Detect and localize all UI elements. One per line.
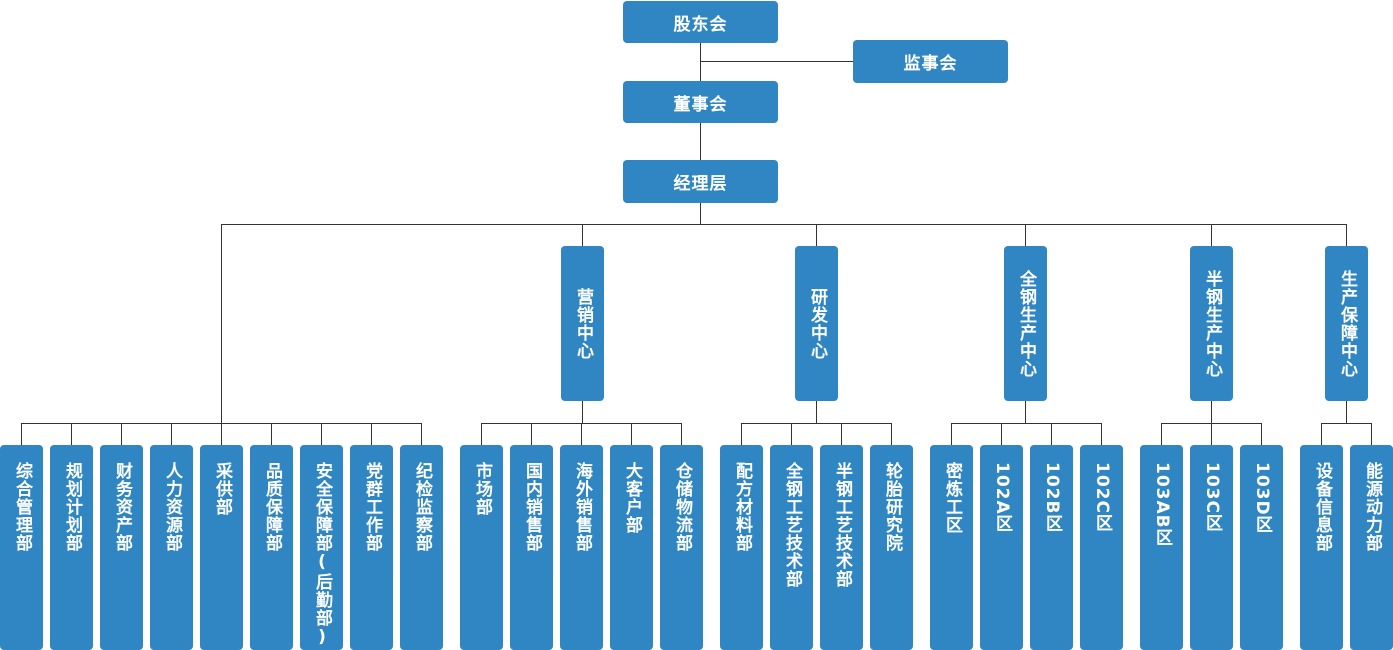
dept-discipline: 纪检监察部 — [400, 445, 443, 650]
center-rnd: 研发中心 — [795, 246, 838, 401]
dept-general-admin: 综合管理部 — [0, 445, 43, 650]
center-semi-steel: 半钢生产中心 — [1190, 246, 1233, 401]
center-marketing: 营销中心 — [561, 246, 604, 401]
dept-102c: 102C区 — [1080, 445, 1123, 650]
dept-103d: 103D区 — [1240, 445, 1283, 650]
dept-planning: 规划计划部 — [50, 445, 93, 650]
dept-formula-materials: 配方材料部 — [720, 445, 763, 650]
dept-all-steel-process: 全钢工艺技术部 — [770, 445, 813, 650]
shareholders-box: 股东会 — [623, 1, 778, 43]
center-all-steel: 全钢生产中心 — [1004, 246, 1047, 401]
dept-domestic-sales: 国内销售部 — [510, 445, 553, 650]
dept-overseas-sales: 海外销售部 — [560, 445, 603, 650]
board-box: 董事会 — [623, 81, 778, 123]
dept-finance: 财务资产部 — [100, 445, 143, 650]
dept-103ab: 103AB区 — [1140, 445, 1183, 650]
dept-semi-steel-process: 半钢工艺技术部 — [820, 445, 863, 650]
management-box: 经理层 — [623, 160, 778, 203]
center-support: 生产保障中心 — [1325, 246, 1368, 401]
dept-party-affairs: 党群工作部 — [350, 445, 393, 650]
dept-quality: 品质保障部 — [250, 445, 293, 650]
dept-market: 市场部 — [460, 445, 503, 650]
dept-logistics: 仓储物流部 — [660, 445, 703, 650]
dept-tire-institute: 轮胎研究院 — [870, 445, 913, 650]
dept-103c: 103C区 — [1190, 445, 1233, 650]
dept-energy-power: 能源动力部 — [1350, 445, 1393, 650]
dept-102b: 102B区 — [1030, 445, 1073, 650]
supervisors-box: 监事会 — [853, 40, 1008, 83]
dept-key-accounts: 大客户部 — [610, 445, 653, 650]
dept-procurement: 采供部 — [200, 445, 243, 650]
dept-mixing-area: 密炼工区 — [930, 445, 973, 650]
dept-equipment-info: 设备信息部 — [1300, 445, 1343, 650]
dept-102a: 102A区 — [980, 445, 1023, 650]
dept-hr: 人力资源部 — [150, 445, 193, 650]
dept-safety: 安全保障部(后勤部) — [300, 445, 343, 650]
